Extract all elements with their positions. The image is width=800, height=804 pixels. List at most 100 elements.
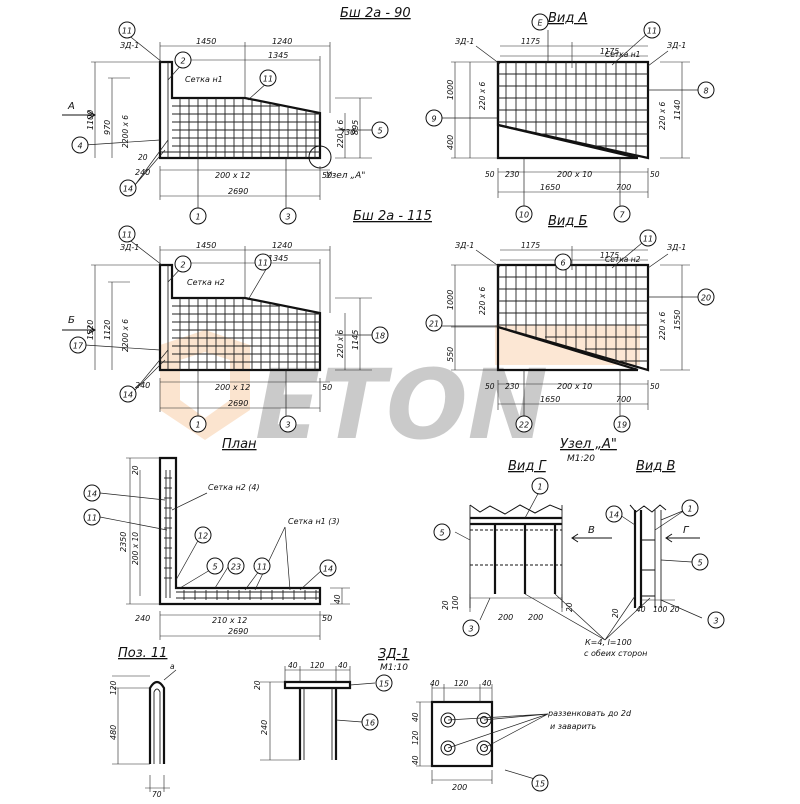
dim-50-b: 50 bbox=[322, 383, 332, 392]
arrow-v-label: В bbox=[588, 525, 595, 536]
dim-700-a: 700 bbox=[616, 183, 631, 192]
dim-1240-b: 1240 bbox=[272, 241, 292, 250]
watermark-logo-shape bbox=[160, 330, 250, 440]
label-zd1-b: ЗД-1 bbox=[120, 243, 139, 252]
callout-number: 10 bbox=[519, 211, 529, 220]
dim-1345: 1345 bbox=[268, 51, 288, 60]
callout-number: 18 bbox=[375, 332, 385, 341]
title-vid-g: Вид Г bbox=[508, 459, 547, 474]
callout-6: 6 bbox=[554, 253, 572, 271]
dim-220x6-a: 220 x 6 bbox=[658, 101, 667, 130]
view-vid-g: 200 200 100 20 20 В bbox=[441, 489, 612, 622]
callout-number: 11 bbox=[122, 27, 132, 36]
view-vid-a: 1175 1175 1000 400 220 x 6 1140 220 x 6 … bbox=[442, 30, 700, 212]
dim-100-v: 100 bbox=[653, 605, 668, 614]
dim-2690-plan: 2690 bbox=[228, 627, 248, 636]
callout-number: 11 bbox=[257, 563, 267, 572]
dim-1000-b: 1000 bbox=[446, 290, 455, 310]
view-arrow-a: А bbox=[67, 101, 75, 112]
dim-240-b: 240 bbox=[135, 381, 150, 390]
dim-200x10-a: 200 x 10 bbox=[557, 170, 592, 179]
callout-1: 1 bbox=[531, 477, 549, 495]
callout-8: 8 bbox=[697, 81, 715, 99]
dim-1240: 1240 bbox=[272, 37, 292, 46]
dim-1550: 1550 bbox=[673, 310, 682, 330]
view-vid-b: 1175 1175 1000 550 220 x 6 1550 220 x 6 … bbox=[442, 237, 700, 420]
dim-230-b: 230 bbox=[505, 382, 520, 391]
label-zd1-a-left: ЗД-1 bbox=[455, 37, 474, 46]
callout-number: 11 bbox=[87, 514, 97, 523]
dim-20-plan: 20 bbox=[131, 465, 140, 475]
callout-22: 22 bbox=[515, 415, 533, 433]
dim-20: 20 bbox=[138, 153, 148, 162]
callout-number: 22 bbox=[519, 421, 529, 430]
dim-120-poz: 120 bbox=[109, 680, 118, 695]
callout-number: 5 bbox=[377, 127, 382, 136]
uzel-a-scale: М1:20 bbox=[567, 454, 595, 464]
callout-11: 11 bbox=[643, 21, 661, 39]
callout-number: 14 bbox=[123, 391, 133, 400]
dim-70: 70 bbox=[152, 790, 162, 799]
view-zd1-elevation: 40 120 40 240 20 bbox=[253, 661, 376, 761]
callout-number: 2 bbox=[180, 261, 185, 270]
dim-50: 50 bbox=[322, 171, 332, 180]
callout-11: 11 bbox=[83, 508, 101, 526]
dim-2690: 2690 bbox=[228, 187, 248, 196]
title-zd-1: ЗД-1 bbox=[378, 647, 409, 662]
label-zd1-a-right: ЗД-1 bbox=[667, 41, 686, 50]
callout-3: 3 bbox=[707, 611, 725, 629]
callout-number: 5 bbox=[212, 563, 217, 572]
bolt-hole bbox=[476, 740, 492, 756]
note-razzenkovat: раззенковать до 2d bbox=[547, 709, 632, 718]
title-vid-a: Вид А bbox=[548, 11, 587, 26]
dim-400: 400 bbox=[446, 135, 455, 150]
callout-11: 11 bbox=[639, 229, 657, 247]
dim-230-a: 230 bbox=[505, 170, 520, 179]
callout-5: 5 bbox=[433, 523, 451, 541]
dim-12-zd: 20 bbox=[253, 680, 262, 690]
label-zd1-bv-left: ЗД-1 bbox=[455, 241, 474, 250]
dim-2200x6: 2200 x 6 bbox=[121, 115, 130, 148]
callout-14: 14 bbox=[83, 484, 101, 502]
title-uzel-a: Узел „А" bbox=[560, 437, 617, 452]
dim-200x4-right: 220 x 6 bbox=[336, 119, 345, 148]
callout-number: 5 bbox=[697, 559, 702, 568]
callout-number: 16 bbox=[365, 719, 375, 728]
dim-200x12-b: 200 x 12 bbox=[215, 383, 250, 392]
callout-4: 4 bbox=[71, 136, 89, 154]
title-vid-b: Вид Б bbox=[548, 214, 587, 229]
callout-number: 11 bbox=[643, 235, 653, 244]
dim-1120: 1120 bbox=[103, 320, 112, 340]
callout-15: 15 bbox=[531, 774, 549, 792]
dim-1345-b: 1345 bbox=[268, 254, 288, 263]
callout-21: 21 bbox=[425, 314, 443, 332]
dim-40-pl-t: 40 bbox=[411, 712, 420, 722]
dim-1650-a: 1650 bbox=[540, 183, 560, 192]
callout-number: 11 bbox=[647, 27, 657, 36]
dim-1175-b: 1175 bbox=[521, 241, 540, 250]
label-setka-n2-b: Сетка н2 bbox=[187, 278, 225, 287]
dim-50-bv2: 50 bbox=[650, 382, 660, 391]
callout-number: 17 bbox=[73, 342, 84, 351]
callout-3: 3 bbox=[279, 207, 297, 225]
bolt-core bbox=[480, 744, 488, 752]
callout-3: 3 bbox=[279, 415, 297, 433]
callout-14: 14 bbox=[119, 179, 137, 197]
callout-number: 11 bbox=[263, 75, 273, 84]
dim-1175-a2: 1175 bbox=[600, 47, 619, 56]
callout-number: 14 bbox=[123, 185, 133, 194]
callout-number: 6 bbox=[560, 259, 565, 268]
callout-1: 1 bbox=[189, 207, 207, 225]
dim-40-zd-r: 40 bbox=[338, 661, 348, 670]
dim-50-a2: 50 bbox=[650, 170, 660, 179]
title-bsh-90: Бш 2а - 90 bbox=[340, 6, 411, 21]
dim-200-g1: 200 bbox=[498, 613, 513, 622]
callout-5: 5 bbox=[206, 557, 224, 575]
dim-2200x6-b: 2200 x 6 bbox=[121, 319, 130, 352]
callout-2: 2 bbox=[174, 51, 192, 69]
dim-20-v: 20 bbox=[670, 605, 680, 614]
callout-number: 14 bbox=[323, 565, 333, 574]
dim-1145: 1145 bbox=[351, 330, 360, 350]
